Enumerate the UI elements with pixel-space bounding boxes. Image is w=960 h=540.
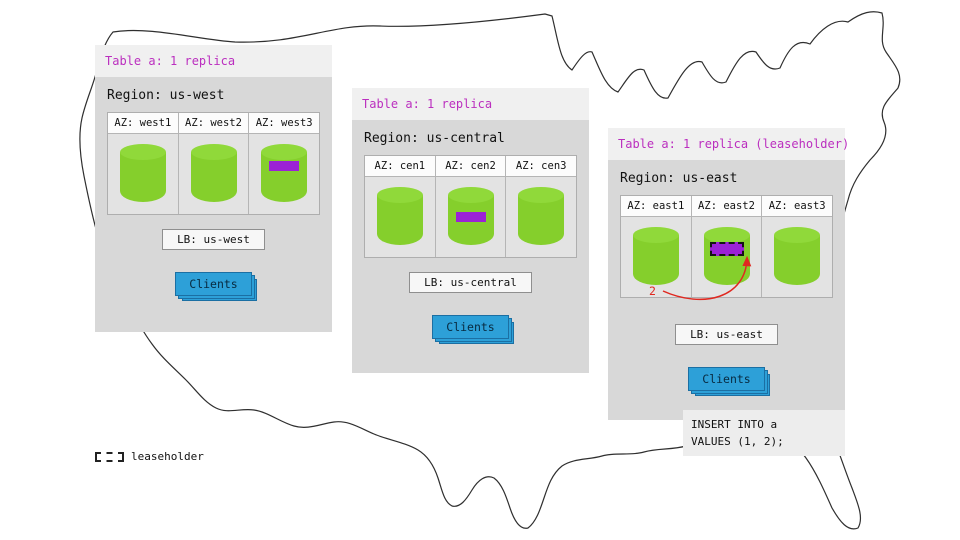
az-label: AZ: cen1	[365, 156, 435, 177]
clients-button[interactable]: Clients	[432, 315, 509, 339]
table-replica-header: Table a: 1 replica (leaseholder)	[608, 128, 849, 160]
az-column: AZ: west1	[108, 113, 179, 214]
az-label: AZ: west3	[249, 113, 320, 134]
region-panel-us-west: Table a: 1 replica Region: us-west AZ: w…	[95, 45, 332, 332]
database-cylinder	[190, 144, 237, 202]
region-panel-us-east: Table a: 1 replica (leaseholder) Region:…	[608, 128, 849, 420]
region-title: Region: us-east	[620, 171, 738, 186]
replica-indicator	[455, 212, 486, 222]
az-label: AZ: cen3	[506, 156, 577, 177]
legend: leaseholder	[95, 450, 204, 463]
az-label: AZ: east2	[691, 196, 762, 217]
table-replica-header: Table a: 1 replica	[352, 88, 589, 120]
database-cylinder	[119, 144, 166, 202]
clients-button[interactable]: Clients	[175, 272, 252, 296]
sql-statement: INSERT INTO a VALUES (1, 2);	[683, 410, 845, 456]
az-box: AZ: east1 AZ: east2 AZ: east3	[620, 195, 833, 298]
table-replica-header: Table a: 1 replica	[95, 45, 332, 77]
database-cylinder	[703, 227, 750, 285]
az-label: AZ: west2	[178, 113, 249, 134]
database-cylinder	[774, 227, 821, 285]
database-cylinder	[261, 144, 308, 202]
az-label: AZ: cen2	[435, 156, 506, 177]
az-column: AZ: east3	[762, 196, 833, 297]
database-cylinder	[447, 187, 494, 245]
az-column: AZ: west2	[178, 113, 250, 214]
az-column: AZ: west3	[249, 113, 320, 214]
az-column: AZ: east2	[691, 196, 763, 297]
leaseholder-indicator	[709, 242, 744, 256]
az-box: AZ: west1 AZ: west2 AZ: west3	[107, 112, 320, 215]
load-balancer-label: LB: us-east	[675, 324, 778, 345]
az-column: AZ: cen1	[365, 156, 436, 257]
database-cylinder	[632, 227, 679, 285]
database-cylinder	[518, 187, 565, 245]
region-title: Region: us-west	[107, 88, 225, 103]
sql-line-1: INSERT INTO a	[691, 418, 778, 431]
az-box: AZ: cen1 AZ: cen2 AZ: cen3	[364, 155, 577, 258]
sql-line-2: VALUES (1, 2);	[691, 435, 784, 449]
az-label: AZ: east1	[621, 196, 691, 217]
load-balancer-label: LB: us-west	[162, 229, 265, 250]
region-title: Region: us-central	[364, 131, 505, 146]
region-panel-us-central: Table a: 1 replica Region: us-central AZ…	[352, 88, 589, 373]
az-label: AZ: east3	[762, 196, 833, 217]
leaseholder-swatch-icon	[95, 451, 124, 462]
legend-label: leaseholder	[131, 450, 204, 463]
clients-button[interactable]: Clients	[688, 367, 765, 391]
replica-indicator	[269, 161, 300, 171]
az-column: AZ: east1	[621, 196, 692, 297]
database-cylinder	[376, 187, 423, 245]
az-column: AZ: cen2	[435, 156, 507, 257]
az-label: AZ: west1	[108, 113, 178, 134]
az-column: AZ: cen3	[506, 156, 577, 257]
load-balancer-label: LB: us-central	[409, 272, 532, 293]
write-step-label: 2	[649, 284, 656, 298]
